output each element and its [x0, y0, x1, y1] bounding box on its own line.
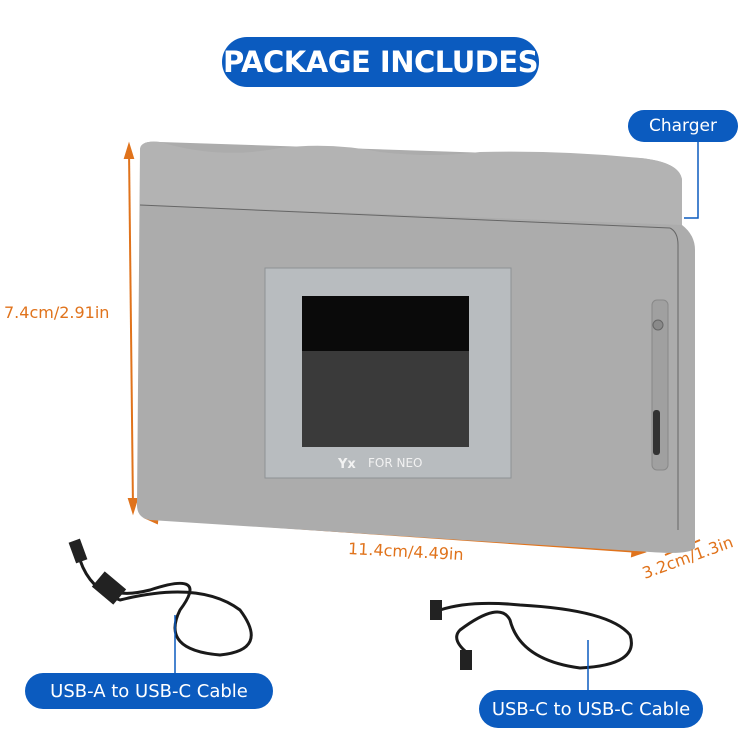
height-dimension: 7.4cm/2.91in — [4, 303, 110, 322]
usb-a-cable-label: USB-A to USB-C Cable — [25, 673, 273, 709]
usb-c-plug — [430, 600, 442, 620]
brand-logo: Yx — [337, 457, 356, 472]
charger-callout-line — [684, 142, 699, 219]
page-title: PACKAGE INCLUDES — [222, 37, 539, 87]
usb-a-plug — [91, 571, 127, 605]
charger-device: Yx — [137, 141, 695, 553]
usb-c-to-c-cable-image — [439, 601, 633, 690]
device-logo-text: FOR NEO — [368, 456, 423, 470]
usb-a-to-c-cable-image — [78, 559, 253, 673]
usb-c-plug — [460, 650, 472, 670]
usb-c-cable-label: USB-C to USB-C Cable — [479, 690, 703, 728]
charger-label: Charger — [628, 110, 738, 142]
usb-c-plug — [68, 538, 88, 564]
